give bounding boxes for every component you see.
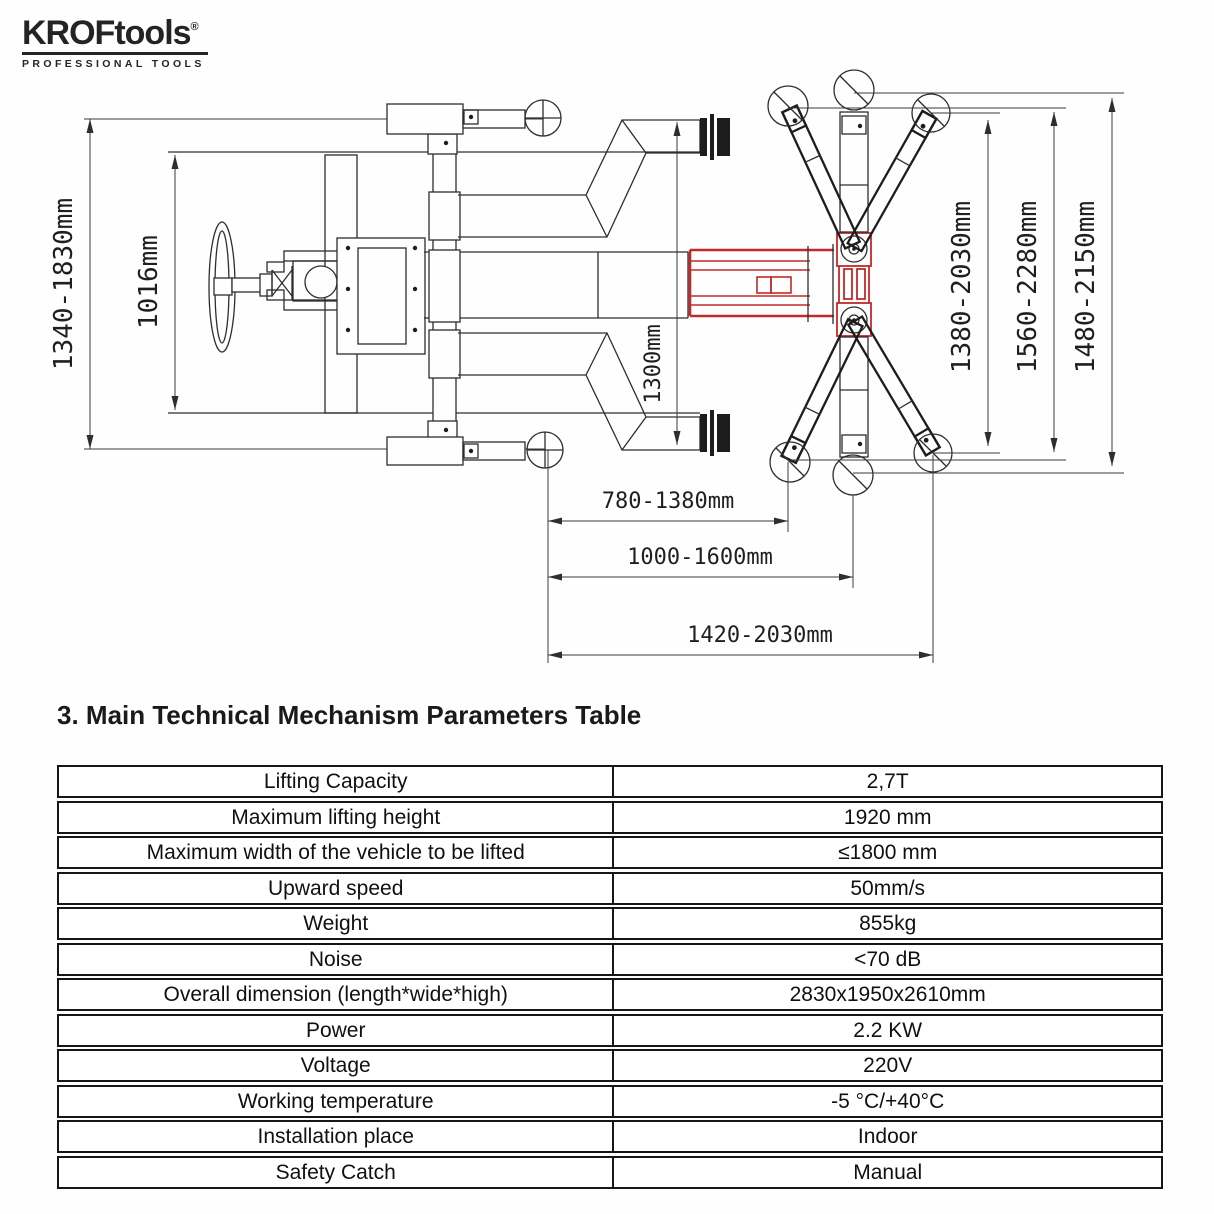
param-name: Lifting Capacity <box>59 767 615 796</box>
param-value: 50mm/s <box>850 876 926 900</box>
param-name: Working temperature <box>59 1086 615 1116</box>
param-name: Noise <box>59 944 615 974</box>
param-value: 2830x1950x2610mm <box>789 983 986 1006</box>
table-row: Working temperature -5 °C/+40°C <box>57 1084 1163 1118</box>
param-name: Upward speed <box>59 873 615 903</box>
top-swing-arm <box>386 99 562 137</box>
dim-label-bottom-inner: 780-1380mm <box>602 489 734 514</box>
dim-label-bottom-outer: 1420-2030mm <box>687 623 833 648</box>
scissor-support-unit <box>767 69 953 496</box>
logo-divider <box>22 52 208 55</box>
lifting-carriage-highlight <box>688 232 872 337</box>
param-value: 220V <box>863 1054 913 1077</box>
crossbar-assembly <box>386 99 564 469</box>
handwheel-and-motor <box>208 221 348 353</box>
table-row: Upward speed 50mm/s <box>57 871 1163 905</box>
param-value: <70 dB <box>854 947 922 971</box>
dim-label-left-inner: 1016mm <box>134 235 164 329</box>
arm-lower-left <box>779 317 865 465</box>
table-row: Weight 855kg <box>57 907 1163 940</box>
dim-label-right-middle: 1560-2280mm <box>1013 201 1043 373</box>
logo-brand-bold: KROF <box>22 14 115 52</box>
table-row: Maximum lifting height 1920 mm <box>57 800 1163 834</box>
param-value: Indoor <box>857 1125 918 1148</box>
technical-drawing-svg: 1340-1830mm 1016mm 1300mm 1380-2030mm 15… <box>49 69 1124 663</box>
param-name: Overall dimension (length*wide*high) <box>59 980 615 1009</box>
logo-wordmark: KROFtools® <box>22 10 208 50</box>
table-row: Voltage 220V <box>57 1049 1163 1082</box>
registered-trademark-icon: ® <box>190 21 199 33</box>
mounting-plate <box>336 237 426 355</box>
dim-label-right-inner: 1380-2030mm <box>947 201 977 373</box>
param-value: 2.2 KW <box>853 1018 923 1042</box>
main-beam <box>424 251 689 319</box>
parameters-table: Lifting Capacity 2,7T Maximum lifting hei… <box>57 765 1163 1191</box>
dim-label-left-outer: 1340-1830mm <box>49 198 79 370</box>
table-row: Installation place Indoor <box>57 1120 1163 1153</box>
lift-top-view-drawing: 1340-1830mm 1016mm 1300mm 1380-2030mm 15… <box>49 69 1124 663</box>
param-name: Safety Catch <box>59 1157 615 1187</box>
param-value: -5 °C/+40°C <box>831 1089 945 1113</box>
param-name: Maximum lifting height <box>59 802 615 832</box>
dim-label-center: 1300mm <box>641 324 666 403</box>
param-value: ≤1800 mm <box>838 841 938 864</box>
param-name: Maximum width of the vehicle to be lifte… <box>59 838 615 867</box>
dim-label-bottom-middle: 1000-1600mm <box>627 545 773 570</box>
table-row: Maximum width of the vehicle to be lifte… <box>57 836 1163 869</box>
logo-brand-regular: tools <box>114 14 191 52</box>
param-value: 2,7T <box>866 770 909 793</box>
bottom-swing-arm <box>386 431 564 469</box>
arm-upper-right <box>846 109 938 253</box>
param-value: 855kg <box>859 912 917 935</box>
param-name: Weight <box>59 909 615 938</box>
table-row: Lifting Capacity 2,7T <box>57 765 1163 798</box>
table-row: Safety Catch Manual <box>57 1155 1163 1189</box>
section-heading: 3. Main Technical Mechanism Parameters T… <box>57 700 642 730</box>
dim-label-right-outer: 1480-2150mm <box>1071 201 1101 373</box>
table-row: Noise <70 dB <box>57 942 1163 976</box>
param-name: Power <box>59 1015 615 1045</box>
dimension-annotations: 1340-1830mm 1016mm 1300mm 1380-2030mm 15… <box>49 92 1124 663</box>
logo-tagline: PROFESSIONAL TOOLS <box>22 58 205 70</box>
kroftools-logo: KROFtools® PROFESSIONAL TOOLS <box>22 10 208 70</box>
param-value: Manual <box>853 1160 923 1184</box>
param-name: Installation place <box>59 1122 615 1151</box>
table-row: Power 2.2 KW <box>57 1013 1163 1047</box>
param-name: Voltage <box>59 1051 615 1080</box>
bent-support-arms <box>458 114 730 456</box>
arm-lower-right <box>846 314 942 458</box>
param-value: 1920 mm <box>843 805 932 829</box>
table-row: Overall dimension (length*wide*high) 2830… <box>57 978 1163 1011</box>
